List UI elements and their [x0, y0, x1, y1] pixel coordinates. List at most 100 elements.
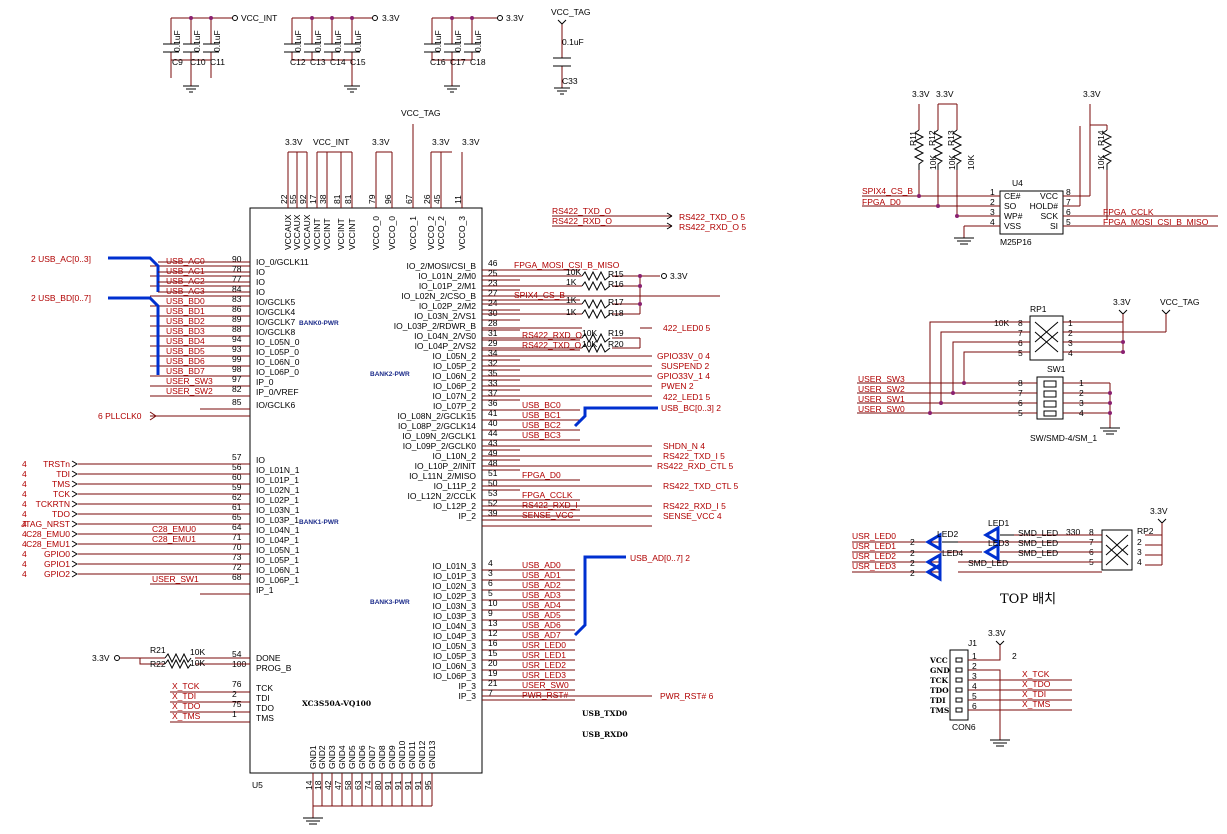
pin-number: 51 — [488, 468, 498, 478]
svg-text:7: 7 — [1018, 328, 1023, 338]
res-ref: R16 — [608, 279, 624, 289]
pin-number: 93 — [232, 344, 242, 354]
jtag-port-gpio1: GPIO1 — [44, 559, 70, 569]
net-label: USB_AC1 — [166, 266, 205, 276]
pin-number: 85 — [232, 397, 242, 407]
pin-name: IO_L07N_2 — [433, 391, 477, 401]
pin-number: 5 — [1066, 217, 1071, 227]
gnd-pin-row: GND114GND218GND342GND447GND558GND663GND7… — [304, 740, 437, 790]
pin-number: 82 — [232, 384, 242, 394]
port-rs422-rxd-i: RS422_RXD_I 5 — [663, 501, 726, 511]
net-label: SPIX4_CS_B — [514, 290, 565, 300]
pin-number: 2 — [232, 689, 237, 699]
pin-number: 40 — [488, 418, 498, 428]
svg-text:4: 4 — [1137, 557, 1142, 567]
pin-name: IO_L06P_2 — [433, 381, 476, 391]
pin-number: 26 — [422, 194, 432, 204]
pin-name: IO_L04P_3 — [433, 631, 476, 641]
placement-note: TOP 배치 — [1000, 592, 1056, 607]
svg-text:5: 5 — [1018, 348, 1023, 358]
header-pin-label: TMS — [930, 706, 949, 715]
port-number: 4 — [22, 549, 27, 559]
pin-name: IO — [256, 455, 265, 465]
pin-number: 59 — [232, 482, 242, 492]
svg-text:1: 1 — [1079, 378, 1084, 388]
net-label: USB_AC2 — [166, 276, 205, 286]
led-ref: LED3 — [988, 538, 1010, 548]
pin-name: VCCO_0 — [387, 216, 397, 250]
res-value: 10K — [966, 155, 976, 170]
pin-number: 67 — [404, 194, 414, 204]
pin-name: IO_L05P_0 — [256, 347, 299, 357]
net-label: FPGA_MOSI_CSI_B_MISO — [1103, 217, 1209, 227]
pin-name: TDI — [256, 693, 270, 703]
pin-name: IO_L02P_2/M2 — [419, 301, 476, 311]
rail-label: 3.3V — [462, 137, 480, 147]
pin-number: 3 — [990, 207, 995, 217]
pin-name: IO_L01N_1 — [256, 465, 300, 475]
pin-name: IO_L09P_2/GCLK0 — [403, 441, 477, 451]
net-label: USR_LED3 — [852, 561, 896, 571]
cap-label: C16 — [430, 57, 446, 67]
pin-name: IO_L02P_1 — [256, 495, 299, 505]
pin-name: IO_L04P_1 — [256, 535, 299, 545]
pin-name: IO_L02N_3 — [433, 581, 477, 591]
pin-number: 16 — [488, 638, 498, 648]
jtag-port-gpio2: GPIO2 — [44, 569, 70, 579]
pin-name: IP_2 — [459, 511, 477, 521]
rail-label: 3.3V — [285, 137, 303, 147]
pin-number: 18 — [313, 780, 323, 790]
pin-name: IO — [256, 277, 265, 287]
pin-name: IO/GCLK5 — [256, 297, 295, 307]
net-label: FPGA_CCLK — [1103, 207, 1154, 217]
pin-number: 2 — [990, 197, 995, 207]
rail-label: 3.3V — [432, 137, 450, 147]
pin-name: IO_L04N_3 — [433, 621, 477, 631]
port-number: 4 — [22, 509, 27, 519]
svg-text:4: 4 — [1068, 348, 1073, 358]
net-label: USB_BD2 — [166, 316, 205, 326]
cap-value: 0.1uF — [562, 37, 584, 47]
net-label: USB_BD7 — [166, 366, 205, 376]
pin-name: IO_L05P_2 — [433, 361, 476, 371]
pin-name: IO/GCLK7 — [256, 317, 295, 327]
net-label: RS422_TXD_O — [522, 340, 581, 350]
pin-name: GND10 — [397, 740, 407, 769]
rail-label: 3.3V — [912, 89, 930, 99]
pin-number: 94 — [232, 334, 242, 344]
done-resistors: 3.3V R21 R22 10K 10K — [92, 645, 250, 670]
net-label: USER_SW0 — [858, 404, 905, 414]
net-label: USER_SW2 — [166, 386, 213, 396]
pin-name: IO_L05P_1 — [256, 555, 299, 565]
pin-name: VCCO_0 — [371, 216, 381, 250]
fpga-ref: U5 — [252, 780, 263, 790]
net-label: USB_BD3 — [166, 326, 205, 336]
pin-number: 5 — [488, 588, 493, 598]
pin-number: 27 — [488, 288, 498, 298]
pin-number: 86 — [232, 304, 242, 314]
net-label: USB_BC1 — [522, 410, 561, 420]
pin-name: IO_L01N_3 — [433, 561, 477, 571]
rp-value: 10K — [994, 318, 1009, 328]
rp-ref: RP2 — [1137, 526, 1154, 536]
pin-number: 64 — [232, 522, 242, 532]
pin-number: 81 — [332, 194, 342, 204]
pin-number: 23 — [488, 278, 498, 288]
sw-part: SW/SMD-4/SM_1 — [1030, 433, 1097, 443]
pin-number: 9 — [488, 608, 493, 618]
pin-name: IO_L06N_0 — [256, 357, 300, 367]
pin-number: 38 — [318, 194, 328, 204]
header-pin-label: GND — [930, 666, 950, 675]
pin-number: 44 — [488, 428, 498, 438]
pin-number: 46 — [488, 258, 498, 268]
port-rs422-txd-o: RS422_TXD_O 5 — [679, 212, 745, 222]
res-value: 10K — [566, 267, 581, 277]
pin-number: 3 — [972, 671, 977, 681]
cap-c33: VCC_TAG 0.1uF C33 — [551, 7, 591, 95]
res-ref: R15 — [608, 269, 624, 279]
net-label: X_TDI — [172, 691, 196, 701]
rail-label: 3.3V — [1113, 297, 1131, 307]
port-rs422-rxd-o: RS422_RXD_O 5 — [679, 222, 746, 232]
